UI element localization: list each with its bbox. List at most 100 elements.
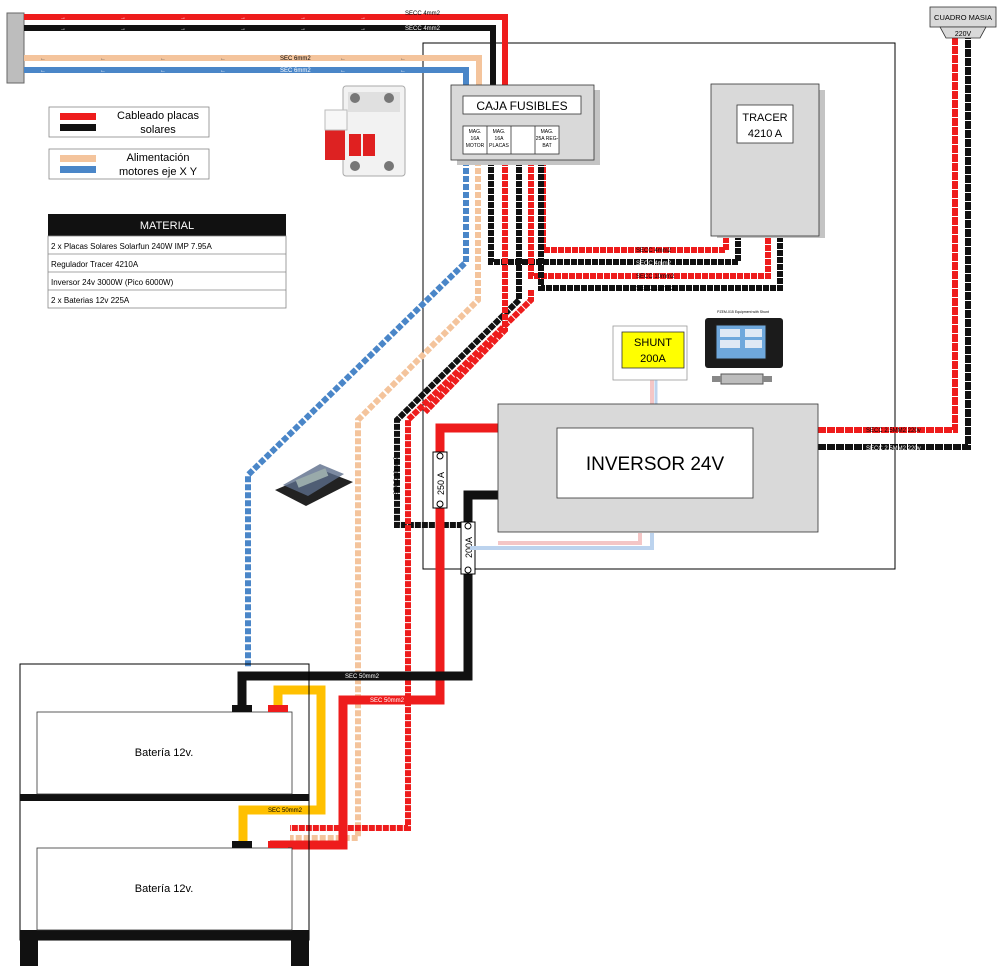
- fusebox-battery-red-b: [422, 160, 508, 415]
- motor-cable-blue-diag: [245, 160, 469, 668]
- svg-text:←: ←: [220, 68, 226, 74]
- legend-motor-2: motores eje X Y: [119, 166, 198, 178]
- svg-text:←: ←: [160, 68, 166, 74]
- cuadro-voltage: 220V: [955, 31, 972, 38]
- material-table: MATERIAL 2 x Placas Solares Solarfun 240…: [47, 214, 287, 309]
- shunt-box: SHUNT 200A: [612, 325, 688, 381]
- shunt-line1: SHUNT: [634, 337, 672, 349]
- cuadro-title: CUADRO MASIA: [934, 13, 992, 22]
- svg-text:→: →: [120, 15, 126, 21]
- breaker-2-l2: 16A: [495, 136, 505, 142]
- svg-text:→: →: [360, 26, 366, 32]
- motor-cable-tan-diag: [290, 160, 481, 841]
- breaker-1-l2: 16A: [471, 136, 481, 142]
- label-motor-blue: SEC 6mm2: [280, 68, 311, 74]
- wire-arrows: → → → → → → → → → → → → ← ← ← ← ← ← ← ← …: [40, 15, 406, 74]
- tracer-box: TRACER 4210 A: [710, 83, 825, 238]
- label-bat-black: SECC 10mm2: [636, 286, 675, 292]
- label-bat-red: SECC 10mm2: [636, 274, 675, 280]
- battery-main-black: [237, 490, 498, 710]
- inverter-ac-black: [818, 38, 971, 450]
- solar-cable-red: [24, 14, 508, 85]
- inverter-box: INVERSOR 24V: [497, 403, 819, 533]
- breaker-4-l3: BAT: [542, 143, 551, 149]
- battery-1: Batería 12v.: [36, 705, 293, 795]
- fusebox-battery-black: [394, 160, 522, 528]
- legend-motor-1: Alimentación: [127, 152, 190, 164]
- breaker-4-l1: MAG.: [541, 129, 554, 135]
- fuse-box-title: CAJA FUSIBLES: [476, 99, 567, 113]
- inverter-ac-red: [818, 38, 958, 433]
- svg-text:←: ←: [40, 68, 46, 74]
- label-sec50-red: SEC 50mm2: [370, 698, 405, 704]
- label-tracer-red: SECC 4mm2: [636, 248, 672, 254]
- svg-text:→: →: [300, 15, 306, 21]
- fusebox-tracer-red2: [528, 160, 771, 279]
- svg-text:←: ←: [40, 56, 46, 62]
- label-top-black: SECC 4mm2: [405, 26, 441, 32]
- svg-text:→: →: [240, 26, 246, 32]
- battery-2-label: Batería 12v.: [135, 883, 194, 895]
- shunt-line2: 200A: [640, 353, 666, 365]
- label-inv-black-out: SECC 2.5MM2 220v: [866, 446, 921, 452]
- material-item-2: Regulador Tracer 4210A: [51, 260, 139, 269]
- fusebox-tracer-black: [488, 160, 741, 265]
- svg-text:←: ←: [160, 56, 166, 62]
- label-secc10-vert: SECC 10mm2: [394, 456, 400, 495]
- svg-text:→: →: [60, 15, 66, 21]
- svg-text:←: ←: [340, 68, 346, 74]
- breaker-2-l1: MAG.: [493, 129, 506, 135]
- meter-caption: PZEM-015 Equipment with Shunt: [717, 310, 769, 314]
- material-title: MATERIAL: [140, 220, 194, 232]
- label-tracer-black: SECC 4mm2: [636, 261, 672, 267]
- legend: Cableado placas solares Alimentación mot…: [48, 106, 210, 180]
- svg-text:←: ←: [400, 56, 406, 62]
- battery-bridge-yellow: [238, 685, 326, 845]
- fuse-200a-label: 200A: [464, 537, 474, 558]
- legend-solar-2: solares: [140, 124, 176, 136]
- motor-cable-tan: [24, 55, 482, 85]
- legend-solar-1: Cableado placas: [117, 110, 199, 122]
- fuse-250a: 250 A: [432, 451, 448, 509]
- svg-text:←: ←: [400, 68, 406, 74]
- battery-rack: [19, 663, 310, 966]
- svg-text:→: →: [180, 26, 186, 32]
- svg-text:←: ←: [340, 56, 346, 62]
- breaker-4-l2: 25A REG-: [536, 136, 559, 142]
- inverter-label: INVERSOR 24V: [586, 454, 725, 475]
- power-meter-icon: PZEM-015 Equipment with Shunt: [705, 310, 783, 385]
- tracer-line1: TRACER: [742, 112, 787, 124]
- fuse-box: CAJA FUSIBLES MAG. 16A MOTOR MAG. 16A PL…: [450, 84, 600, 165]
- fuse-holder-icon: [275, 464, 353, 506]
- breaker-1-l3: MOTOR: [466, 143, 485, 149]
- material-item-1: 2 x Placas Solares Solarfun 240W IMP 7.9…: [51, 242, 212, 251]
- svg-text:←: ←: [220, 56, 226, 62]
- label-sec50-black: SEC 50mm2: [345, 674, 380, 680]
- battery-1-label: Batería 12v.: [135, 747, 194, 759]
- fuse-250a-label: 250 A: [436, 472, 446, 495]
- battery-main-red: [270, 423, 498, 850]
- material-item-3: Inversor 24v 3000W (Pico 6000W): [51, 278, 174, 287]
- material-item-4: 2 x Baterias 12v 225A: [51, 296, 130, 305]
- svg-text:→: →: [240, 15, 246, 21]
- breaker-2-l3: PLACAS: [489, 143, 509, 149]
- svg-text:→: →: [180, 15, 186, 21]
- cuadro-masia: CUADRO MASIA 220V: [929, 6, 997, 39]
- battery-2: Batería 12v.: [36, 841, 293, 931]
- fusebox-tracer-red: [540, 160, 729, 253]
- breaker-icon: [324, 85, 406, 177]
- fusebox-tracer-black2: [538, 160, 783, 291]
- svg-text:→: →: [300, 26, 306, 32]
- shunt-sense-wires: [470, 380, 658, 550]
- svg-text:←: ←: [100, 56, 106, 62]
- motor-cable-blue: [24, 67, 469, 85]
- svg-text:→: →: [60, 26, 66, 32]
- label-top-red: SECC 4mm2: [405, 11, 441, 17]
- label-inv-red-out: SECC 2.5MM2 220v: [866, 428, 921, 434]
- label-motor-tan: SEC 6mm2: [280, 56, 311, 62]
- solar-panel-terminal: [6, 12, 25, 84]
- svg-text:→: →: [360, 15, 366, 21]
- fuse-200a: 200A: [460, 521, 476, 575]
- solar-cable-black: [24, 25, 496, 85]
